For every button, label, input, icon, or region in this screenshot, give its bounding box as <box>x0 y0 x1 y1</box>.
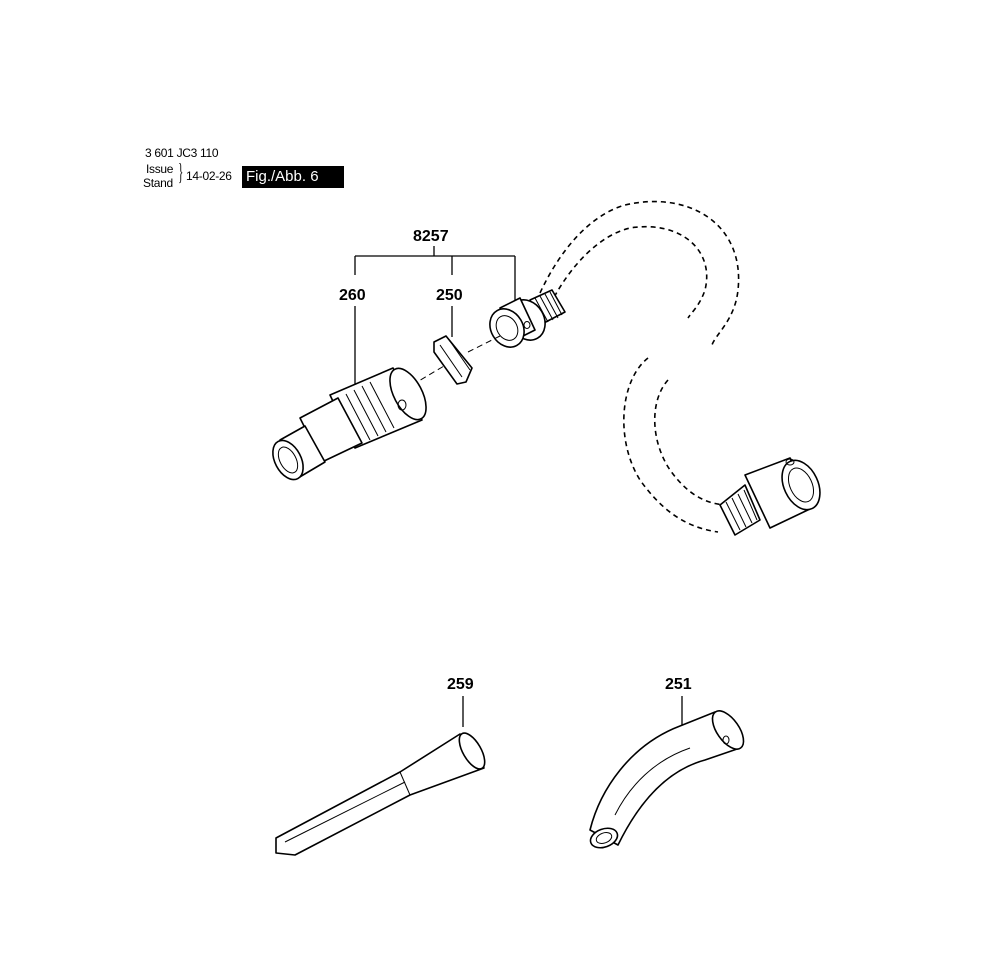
label-8257: 8257 <box>413 228 449 245</box>
hose-connector-top <box>489 289 566 348</box>
hose <box>539 200 740 533</box>
centerline-2 <box>411 365 445 386</box>
figure-label: Fig./Abb. 6 <box>242 166 344 188</box>
label-251: 251 <box>665 676 692 693</box>
clip-250 <box>433 335 473 385</box>
brace: } <box>178 160 184 186</box>
label-259: 259 <box>447 676 474 693</box>
issue-label: Issue <box>146 162 174 176</box>
label-250: 250 <box>436 287 463 304</box>
hose-connector-bottom <box>719 457 821 536</box>
label-260: 260 <box>339 287 366 304</box>
kit-bracket <box>354 246 516 300</box>
elbow-251 <box>589 710 745 849</box>
nozzle-adapter-260 <box>272 367 427 481</box>
centerline-1 <box>467 335 501 353</box>
issue-date: 14-02-26 <box>186 169 232 183</box>
stand-label: Stand <box>143 176 173 190</box>
crevice-nozzle-259 <box>275 732 486 856</box>
part-number: 3 601 JC3 110 <box>145 146 219 160</box>
